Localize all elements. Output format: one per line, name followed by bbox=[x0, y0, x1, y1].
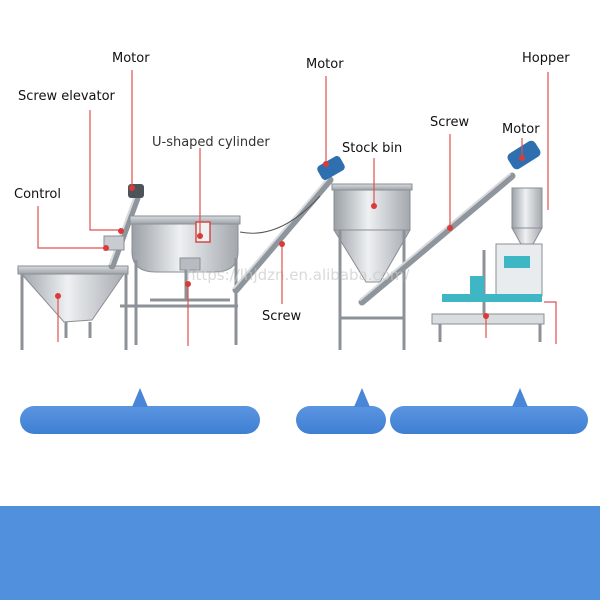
bottom-band bbox=[0, 506, 600, 600]
control-box bbox=[103, 235, 125, 251]
screw-conveyor-middle bbox=[232, 156, 345, 294]
screw-conveyor-right bbox=[358, 140, 541, 306]
packing-machine bbox=[431, 187, 545, 342]
label-stock-bin: Stock bin bbox=[342, 141, 402, 156]
triangle-up-icon bbox=[512, 388, 528, 407]
feed-hopper bbox=[16, 265, 129, 350]
stock-bin bbox=[331, 183, 413, 350]
watermark: https://lhjdzn.en.alibaba.com/ bbox=[186, 266, 411, 284]
label-screw-elevator: Screw elevator bbox=[18, 89, 116, 104]
triangle-up-icon bbox=[354, 388, 370, 407]
label-motor-right: Motor bbox=[502, 122, 540, 137]
triangle-up-icon bbox=[132, 388, 148, 407]
right-motor bbox=[507, 140, 541, 170]
label-screw-top: Screw bbox=[430, 115, 469, 130]
label-hopper: Hopper bbox=[522, 51, 570, 66]
label-screw-bottom: Screw bbox=[262, 309, 301, 324]
leader-lines bbox=[37, 70, 557, 346]
banner-left bbox=[20, 388, 260, 434]
banner-right bbox=[390, 388, 588, 434]
middle-motor bbox=[317, 156, 345, 180]
banner-middle bbox=[296, 388, 386, 434]
label-motor-middle: Motor bbox=[306, 57, 344, 72]
label-motor-left: Motor bbox=[112, 51, 150, 66]
u-shaped-mixer bbox=[120, 215, 241, 345]
hopper-body bbox=[511, 187, 543, 229]
label-u-shaped-cylinder: U-shaped cylinder bbox=[152, 135, 270, 150]
label-control: Control bbox=[14, 187, 61, 202]
